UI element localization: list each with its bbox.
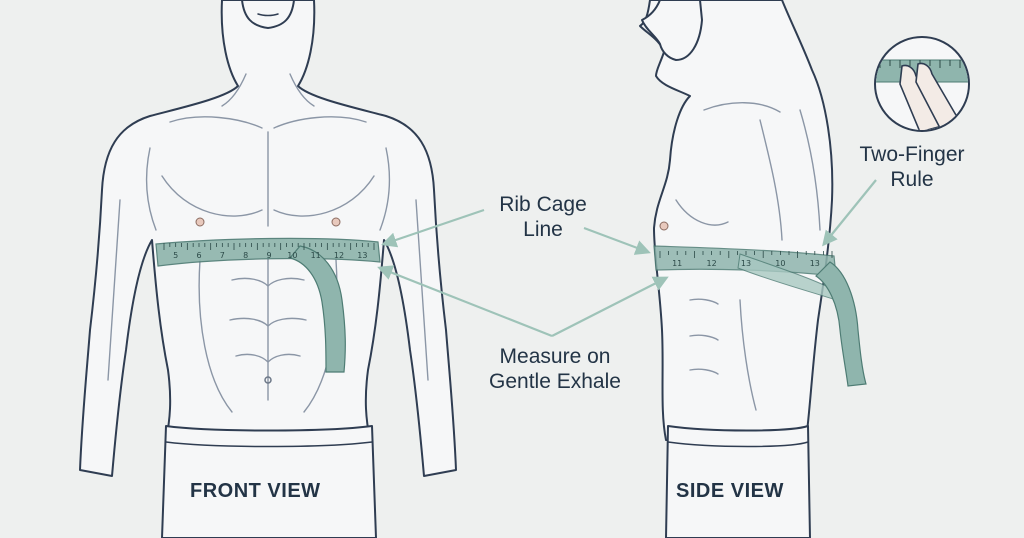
two-finger-label-line2: Rule — [890, 168, 934, 191]
front-tape-hanging — [288, 245, 346, 373]
side-torso — [639, 0, 834, 441]
rib-cage-label-line2: Line — [523, 218, 563, 241]
front-view-title: FRONT VIEW — [190, 480, 321, 502]
front-tape-tick-label: 9 — [266, 251, 271, 260]
measure-label-line1: Measure on — [499, 345, 611, 368]
side-view-title: SIDE VIEW — [676, 480, 784, 502]
side-figure — [639, 0, 834, 538]
front-shorts — [161, 425, 377, 538]
front-tape-tick-label: 6 — [196, 251, 201, 260]
front-mouth — [257, 13, 279, 17]
side-tape-tick-label: 11 — [672, 259, 682, 268]
front-chin — [241, 0, 295, 29]
two-finger-inset-icon — [874, 36, 970, 132]
side-muscle-lines — [675, 102, 821, 411]
side-tape-tick-label: 12 — [707, 259, 717, 268]
front-tape-band — [155, 237, 381, 267]
side-nipple — [659, 221, 669, 231]
front-nipple-right — [331, 217, 341, 227]
front-tape-tick-label: 8 — [243, 251, 248, 260]
measure-label: Measure on Gentle Exhale — [470, 344, 640, 394]
arrow-icon — [377, 179, 877, 338]
front-tape-tick-label: 10 — [287, 251, 297, 260]
side-head — [641, 0, 703, 61]
measure-label-line2: Gentle Exhale — [489, 370, 621, 393]
front-tape-tick-label: 11 — [311, 251, 321, 260]
front-tape-measure: 5 6 7 8 9 10 11 12 13 — [155, 237, 381, 373]
side-tape-measure: 11 12 13 10 13 — [653, 245, 867, 387]
two-finger-label: Two-Finger Rule — [852, 142, 972, 192]
rib-cage-label: Rib Cage Line — [478, 192, 608, 242]
two-finger-label-line1: Two-Finger — [859, 143, 965, 166]
front-navel — [264, 376, 272, 384]
side-shorts — [665, 425, 811, 538]
side-tape-tick-label: 13 — [741, 259, 751, 268]
rib-cage-label-line1: Rib Cage — [499, 193, 587, 216]
front-nipple-left — [195, 217, 205, 227]
front-tape-tick-label: 7 — [220, 251, 225, 260]
side-tape-hanging — [815, 261, 867, 387]
front-tape-tick-label: 13 — [357, 251, 367, 260]
front-tape-tick-label: 12 — [334, 251, 344, 260]
side-tape-tick-label: 13 — [810, 259, 820, 268]
side-tape-tick-label: 10 — [775, 259, 785, 268]
front-tape-tick-label: 5 — [173, 251, 178, 260]
